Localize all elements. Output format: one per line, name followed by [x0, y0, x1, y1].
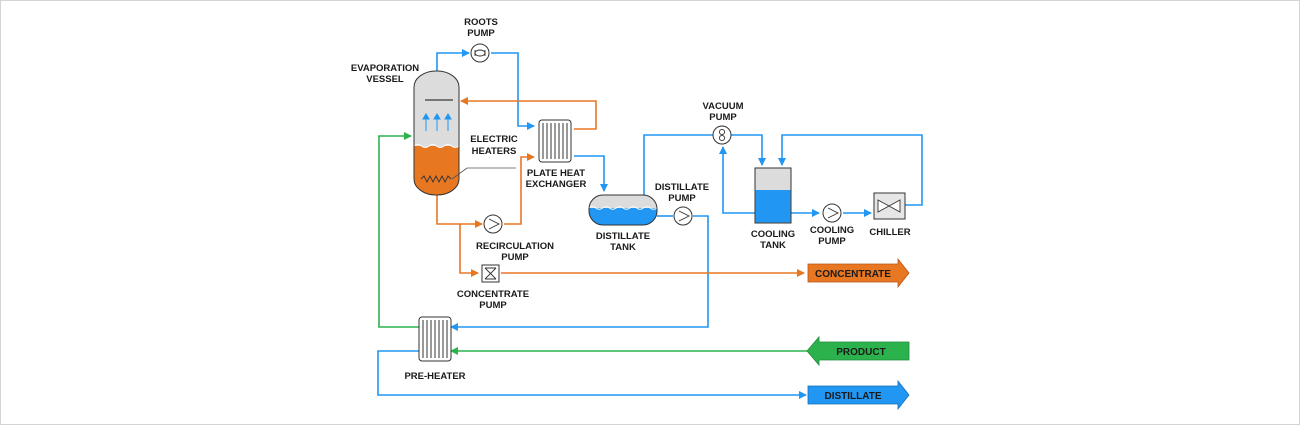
distillate-tank-label-line2: TANK [610, 242, 636, 253]
vapor-line-roots-to-hx [491, 52, 535, 130]
pre-heater-exchanger-icon [418, 316, 452, 362]
chiller-label: CHILLER [869, 227, 910, 238]
product-stream-label: PRODUCT [836, 347, 885, 358]
distillate-pump-icon [673, 206, 693, 226]
recirculation-pump-label-line2: PUMP [501, 252, 529, 263]
vacuum-pump-label-line1: VACUUM [703, 101, 744, 112]
roots-pump-label-line1: ROOTS [464, 17, 498, 28]
vacuum-pump-label-line2: PUMP [709, 112, 737, 123]
cooling-tank [754, 167, 792, 224]
cooling-tank-label-line2: TANK [760, 240, 786, 251]
vacuum-pump-icon [712, 125, 732, 145]
distillate-tank [588, 194, 658, 226]
distillate-line-pump-to-preheater [450, 215, 709, 331]
product-inlet-arrow: PRODUCT [806, 335, 910, 367]
cooling-tank-label-line1: COOLING [751, 229, 795, 240]
cooling-pump-label-line1: COOLING [810, 225, 854, 236]
concentrate-line-vessel-bottom-to-recirc-pump [436, 195, 483, 228]
evaporation-vessel-label-line1: EVAPORATION [351, 63, 419, 74]
distillate-pump-label-line2: PUMP [668, 193, 696, 204]
plate-heat-exchanger-icon [538, 119, 572, 163]
roots-pump-icon [470, 43, 490, 63]
product-line-preheater-to-vessel [378, 132, 421, 328]
vacuum-line-tank-to-pump [643, 134, 713, 197]
roots-pump-label-line2: PUMP [467, 28, 495, 39]
cooling-return-to-vacuum-pump [719, 146, 755, 214]
concentrate-stream-label: CONCENTRATE [815, 269, 891, 280]
concentrate-outlet-arrow: CONCENTRATE [807, 257, 910, 289]
concentrate-line-to-concentrate-pump [459, 224, 479, 277]
distillate-line-hx-to-tank [574, 155, 608, 192]
vapor-rising-arrows-icon [422, 113, 452, 131]
cooling-pump-label-line2: PUMP [818, 236, 846, 247]
evaporation-vessel-label-line2: VESSEL [366, 74, 404, 85]
electric-heaters-label-line2: HEATERS [472, 146, 517, 157]
plate-hx-label-line2: EXCHANGER [526, 179, 587, 190]
concentrate-line-recirc-pump-to-hx [504, 153, 535, 225]
concentrate-line-hx-to-vessel-top [460, 97, 597, 130]
electric-heater-coil-icon [420, 174, 452, 184]
distillate-outlet-arrow: DISTILLATE [807, 379, 910, 411]
recirculation-pump-icon [483, 214, 503, 234]
distillate-tank-label-line1: DISTILLATE [596, 231, 650, 242]
evaporation-vessel [413, 70, 460, 196]
plate-hx-label-line1: PLATE HEAT [527, 168, 585, 179]
cooling-pump-icon [822, 203, 842, 223]
cooling-line-chiller-return [778, 134, 923, 206]
vacuum-line-pump-to-cooling-tank [731, 134, 766, 166]
chiller-fan-icon [873, 192, 906, 220]
concentrate-pump-label-line2: PUMP [479, 300, 507, 311]
vapor-line-to-roots-pump [436, 49, 470, 71]
recirculation-pump-label-line1: RECIRCULATION [476, 241, 554, 252]
distillate-stream-label: DISTILLATE [824, 391, 881, 402]
concentrate-dosing-pump-icon [481, 264, 500, 283]
distillate-line-preheater-to-outlet [377, 350, 807, 399]
concentrate-pump-label-line1: CONCENTRATE [457, 289, 529, 300]
pre-heater-label: PRE-HEATER [404, 371, 465, 382]
distillate-pump-label-line1: DISTILLATE [655, 182, 709, 193]
electric-heaters-label-line1: ELECTRIC [470, 134, 518, 145]
